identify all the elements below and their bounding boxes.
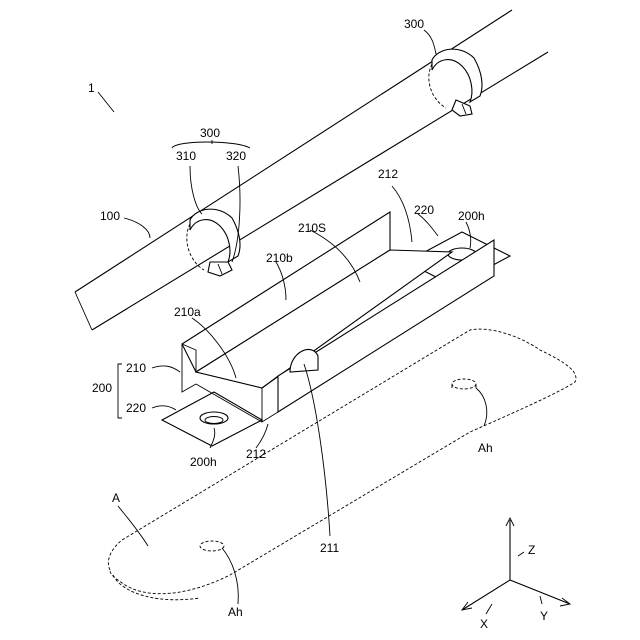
label-surface-hole-left: Ah — [228, 605, 243, 619]
label-flange: 220 — [126, 401, 146, 415]
surface-hole-left-icon — [200, 541, 224, 551]
label-axis-z: Z — [528, 543, 535, 557]
clamp-left — [187, 209, 240, 276]
label-bracket: 200 — [92, 381, 112, 395]
label-flange-right: 220 — [414, 203, 434, 217]
label-pipe: 100 — [100, 209, 120, 223]
label-wall-a: 210a — [174, 305, 201, 319]
label-band: 310 — [176, 149, 196, 163]
label-clamp-group: 300 — [200, 126, 220, 140]
label-wall-b: 210b — [266, 251, 293, 265]
label-hole-left: 200h — [190, 455, 217, 469]
label-assembly: 1 — [88, 81, 95, 95]
label-fastener: 320 — [226, 149, 246, 163]
label-channel: 210 — [126, 361, 146, 375]
label-axis-x: X — [480, 617, 488, 631]
hole-left-icon — [200, 412, 228, 424]
label-surface-hole-right: Ah — [478, 441, 493, 455]
label-hole-right: 200h — [458, 209, 485, 223]
label-axis-y: Y — [540, 609, 548, 623]
axes — [462, 518, 570, 614]
label-notch: 211 — [320, 541, 339, 555]
label-channel-side-lower: 212 — [246, 447, 266, 461]
label-inner-space: 210S — [298, 221, 326, 235]
label-channel-side-upper: 212 — [378, 167, 398, 181]
surface-hole-right-icon — [452, 379, 476, 389]
label-surface: A — [112, 491, 120, 505]
clamp-top — [429, 49, 482, 116]
label-clamp-top: 300 — [404, 17, 424, 31]
